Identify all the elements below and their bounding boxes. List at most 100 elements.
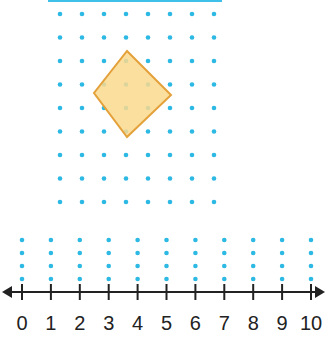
- grid-dot: [146, 35, 151, 40]
- grid-dot: [20, 238, 25, 243]
- grid-dot: [280, 277, 285, 282]
- grid-dot: [20, 251, 25, 256]
- grid-dot: [135, 277, 140, 282]
- grid-dot: [106, 251, 111, 256]
- grid-dot: [190, 12, 195, 17]
- grid-dot: [49, 277, 54, 282]
- grid-dot: [135, 238, 140, 243]
- grid-dot: [124, 200, 129, 205]
- tick-number: 3: [103, 312, 114, 334]
- grid-dot: [102, 153, 107, 158]
- tick-number: 2: [74, 312, 85, 334]
- grid-dot: [80, 35, 85, 40]
- grid-dot: [58, 200, 63, 205]
- grid-dot: [78, 264, 83, 269]
- axis-tick: [310, 284, 312, 300]
- grid-dot: [168, 200, 173, 205]
- grid-dot: [190, 129, 195, 134]
- grid-dot: [251, 238, 256, 243]
- grid-dot: [168, 35, 173, 40]
- grid-dot: [58, 59, 63, 64]
- axis-line: [6, 291, 321, 293]
- axis-arrowhead: [2, 286, 12, 298]
- grid-dot: [80, 153, 85, 158]
- grid-dot: [124, 176, 129, 181]
- grid-dot: [80, 129, 85, 134]
- axis-tick: [223, 284, 225, 300]
- grid-dot: [106, 238, 111, 243]
- grid-dot: [146, 12, 151, 17]
- grid-dot: [49, 251, 54, 256]
- grid-dot: [80, 82, 85, 87]
- grid-dot: [168, 106, 173, 111]
- grid-dot: [102, 176, 107, 181]
- grid-dot: [212, 12, 217, 17]
- grid-dot: [212, 106, 217, 111]
- grid-dot: [168, 176, 173, 181]
- grid-dot: [251, 264, 256, 269]
- grid-dot: [146, 153, 151, 158]
- grid-dot: [58, 106, 63, 111]
- grid-dot: [193, 251, 198, 256]
- grid-dot: [124, 153, 129, 158]
- tick-number: 10: [300, 312, 322, 334]
- axis-tick: [21, 284, 23, 300]
- grid-dot: [102, 200, 107, 205]
- grid-dot: [102, 35, 107, 40]
- tick-number: 5: [161, 312, 172, 334]
- grid-dot: [190, 59, 195, 64]
- grid-dot: [222, 277, 227, 282]
- grid-dot: [222, 238, 227, 243]
- grid-dot: [78, 251, 83, 256]
- grid-dot: [102, 129, 107, 134]
- grid-dot: [146, 129, 151, 134]
- grid-dot: [280, 238, 285, 243]
- grid-dot: [58, 12, 63, 17]
- grid-dot: [78, 238, 83, 243]
- grid-dot: [168, 129, 173, 134]
- grid-dot: [20, 277, 25, 282]
- grid-dot: [190, 35, 195, 40]
- grid-dot: [80, 59, 85, 64]
- tick-number: 0: [16, 312, 27, 334]
- grid-dot: [102, 12, 107, 17]
- tick-number: 4: [132, 312, 143, 334]
- axis-tick: [281, 284, 283, 300]
- axis-arrowhead: [315, 286, 325, 298]
- grid-dot: [280, 251, 285, 256]
- grid-dot: [309, 251, 314, 256]
- tick-number: 7: [219, 312, 230, 334]
- grid-dot: [20, 264, 25, 269]
- axis-tick: [79, 284, 81, 300]
- grid-dot: [190, 176, 195, 181]
- grid-dot: [251, 277, 256, 282]
- grid-dot: [164, 251, 169, 256]
- grid-dot: [80, 176, 85, 181]
- grid-dot: [80, 200, 85, 205]
- top-dot-grid: [58, 12, 217, 205]
- axis-tick: [137, 284, 139, 300]
- grid-dot: [164, 238, 169, 243]
- grid-dot: [251, 251, 256, 256]
- grid-dot: [212, 176, 217, 181]
- grid-dot: [164, 277, 169, 282]
- grid-dot: [146, 176, 151, 181]
- grid-dot: [190, 106, 195, 111]
- grid-dot: [212, 35, 217, 40]
- grid-dot: [212, 59, 217, 64]
- grid-dot: [193, 277, 198, 282]
- tick-number: 1: [45, 312, 56, 334]
- axis-tick: [108, 284, 110, 300]
- grid-dot: [212, 82, 217, 87]
- grid-dot: [222, 264, 227, 269]
- grid-dot: [309, 238, 314, 243]
- grid-dot: [164, 264, 169, 269]
- axis-tick: [194, 284, 196, 300]
- grid-dot: [193, 264, 198, 269]
- grid-dot: [146, 200, 151, 205]
- grid-dot: [168, 82, 173, 87]
- grid-dot: [135, 264, 140, 269]
- grid-dot: [49, 264, 54, 269]
- axis-tick: [166, 284, 168, 300]
